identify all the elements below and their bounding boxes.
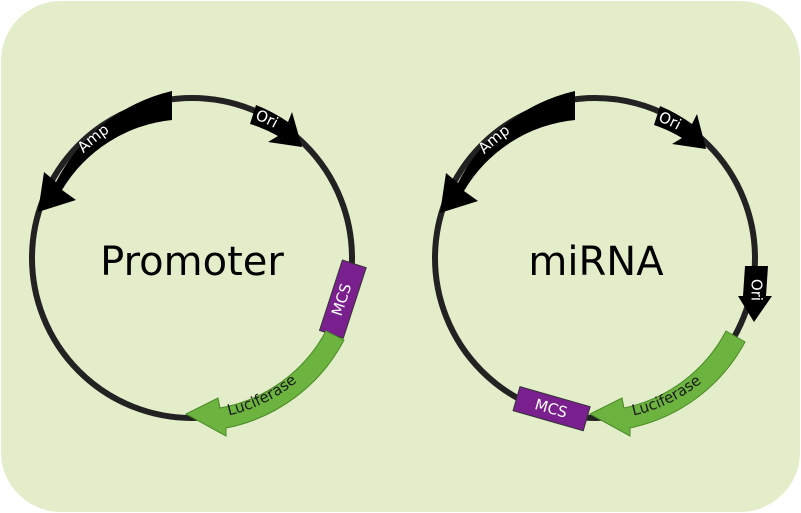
- plasmid-backbone: [29, 95, 355, 421]
- plasmid-mirna: Amp Ori Ori Luciferase MCS miRNA: [432, 91, 772, 437]
- mcs-feature: MCS: [512, 385, 591, 432]
- mcs-block: [512, 385, 591, 432]
- amp-feature: [440, 91, 575, 213]
- ori-feature: [654, 106, 706, 149]
- plasmid-backbone: [432, 95, 758, 421]
- ori-feature-2: [738, 266, 772, 322]
- amp-feature: [38, 91, 172, 212]
- ori-feature: [250, 105, 302, 147]
- ori-label-2: Ori: [748, 279, 766, 301]
- plasmid-title: Promoter: [100, 239, 284, 285]
- luciferase-feature: [184, 330, 345, 437]
- plasmid-title: miRNA: [528, 239, 664, 285]
- luciferase-feature: [588, 330, 746, 437]
